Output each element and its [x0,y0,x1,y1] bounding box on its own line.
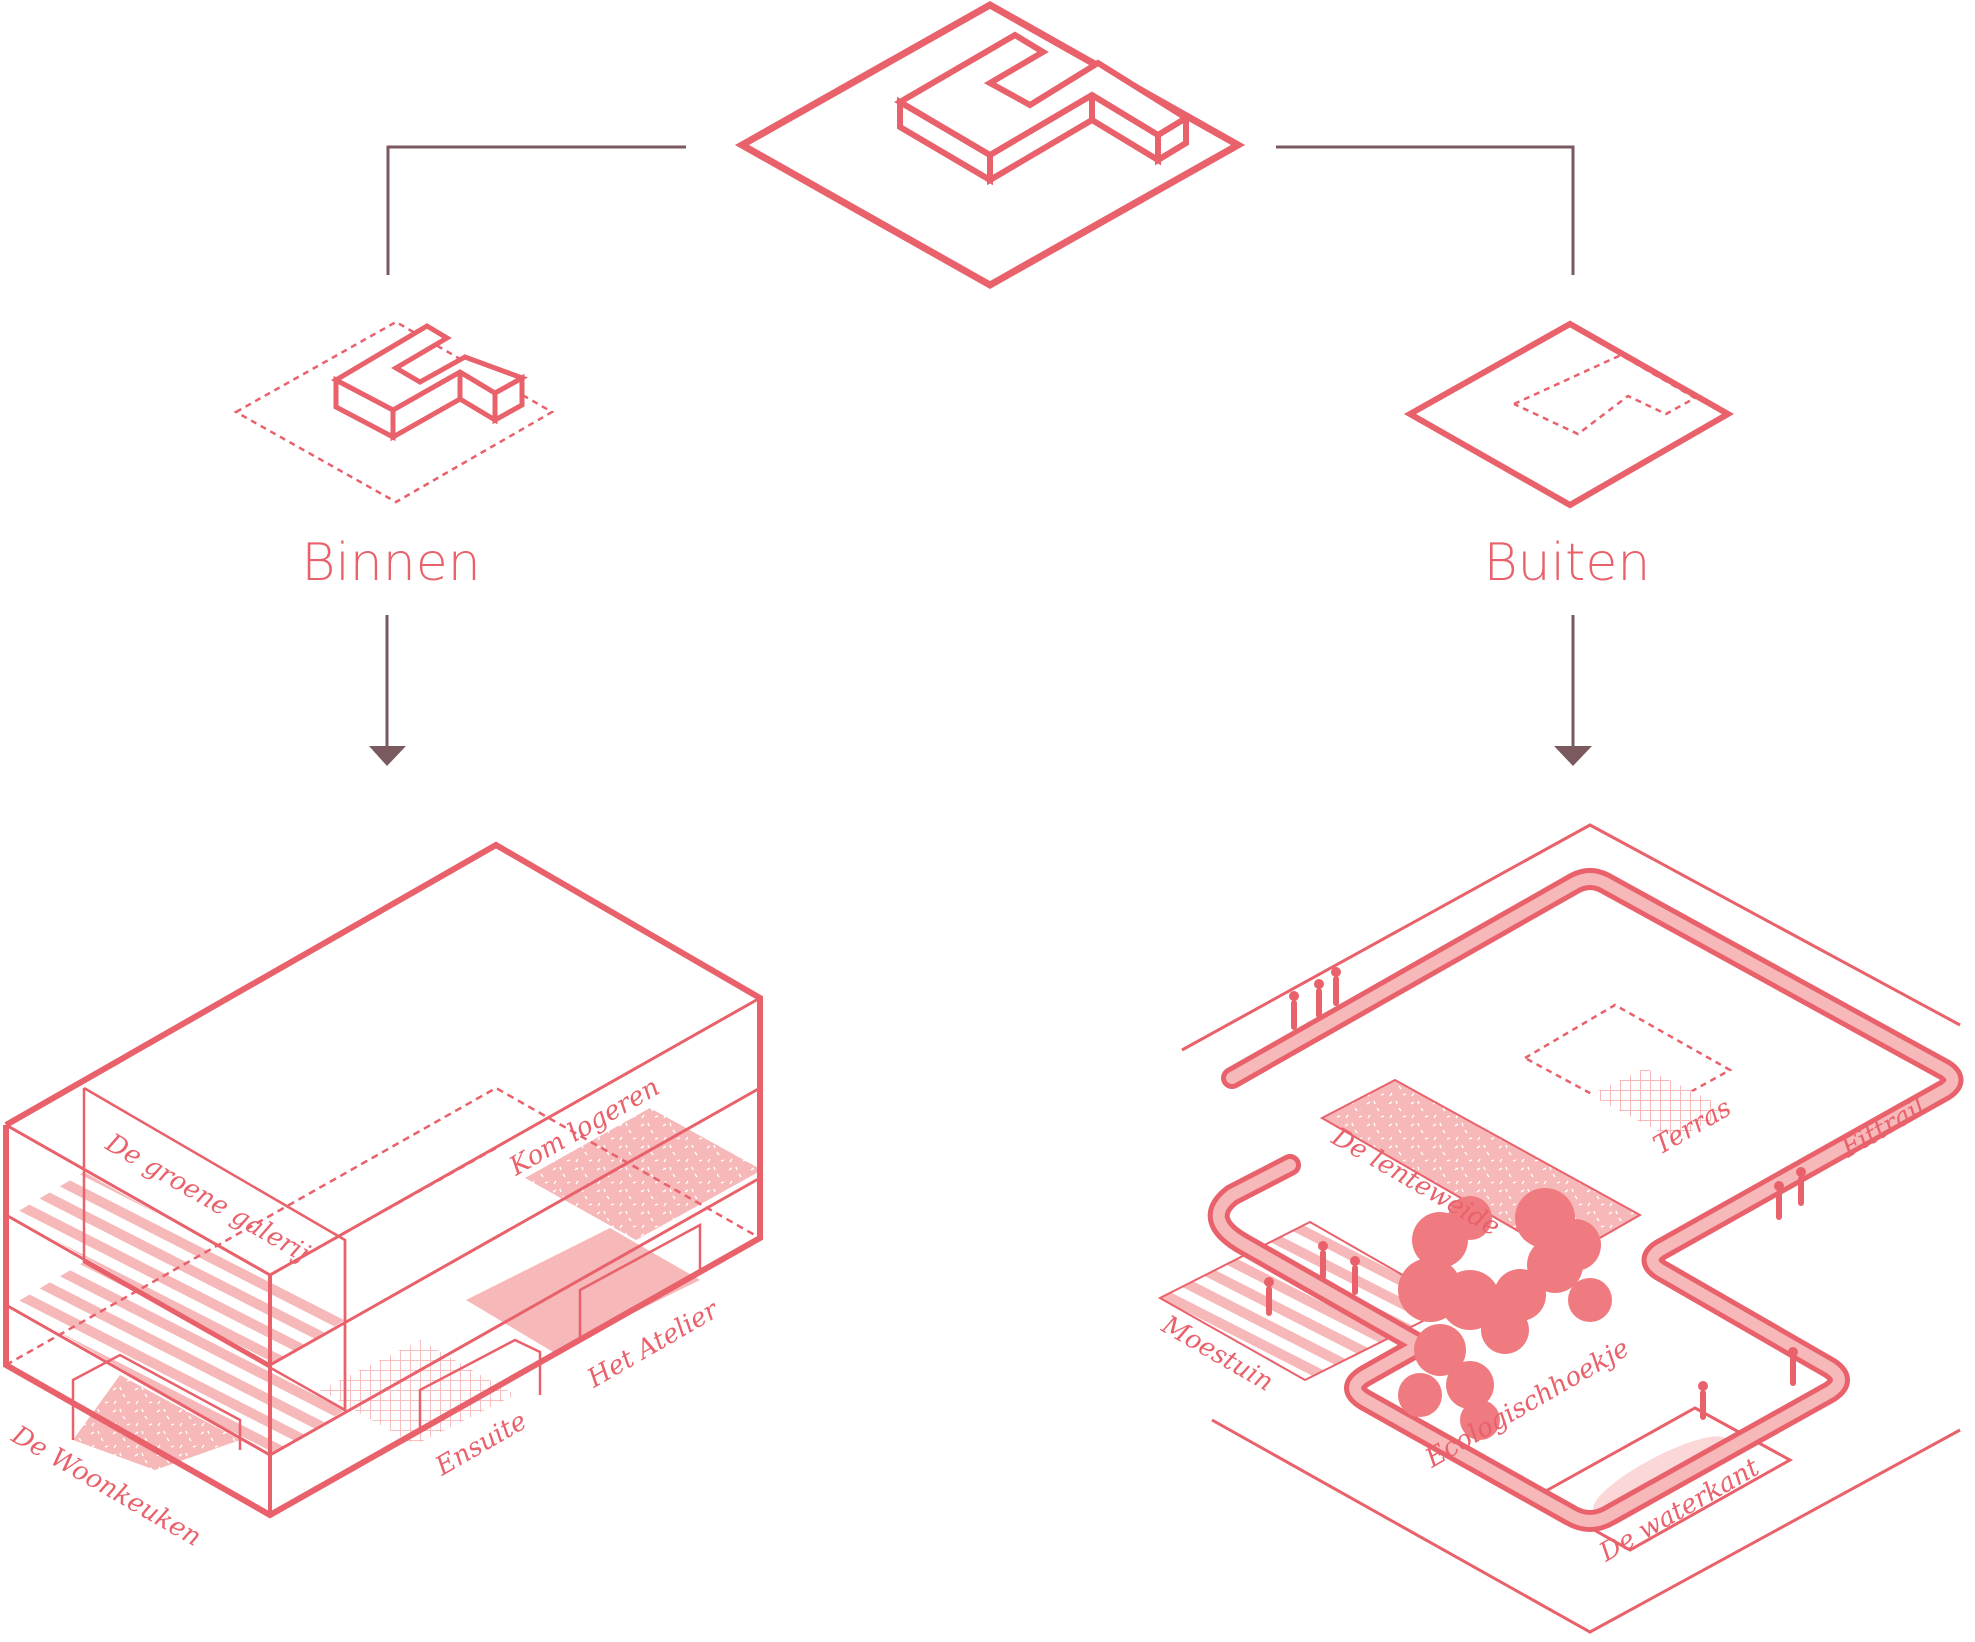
outside-landscape-axo: De lenteweide Terras Fittrail Moestuin E… [1156,823,1964,1634]
arrow-down-icon [369,746,406,766]
plot-outline-dashed [233,320,555,504]
inside-mini-diagram [233,320,555,504]
tree-icon [1398,1188,1612,1440]
plot-outline [1403,320,1735,509]
outside-mini-diagram [1403,320,1735,509]
connector-left [386,145,686,275]
arrow-down-icon [1554,746,1592,766]
label-fit-trail: Fittrail [1836,1092,1931,1164]
site-plot [734,0,1246,290]
terrace-grid [1590,1068,1730,1140]
floor-stripes-lower [12,1262,345,1455]
terrace-outline-dashed [1524,1003,1733,1122]
person-icon [1264,967,1806,1420]
building-footprint-dashed [1513,353,1698,436]
connector-right [1276,145,1575,275]
site-overview [734,0,1246,290]
title-inside: Binnen [301,533,480,593]
ensuite-grid [320,1340,515,1445]
title-outside: Buiten [1484,533,1651,593]
kitchen-area [73,1375,240,1470]
site-building [894,31,1192,186]
connector-lines [385,145,1575,748]
stay-over-area [525,1108,762,1240]
mini-building [330,323,528,442]
atelier-area [466,1228,700,1352]
waterside-area [1531,1406,1794,1552]
inside-building-axo: De groene galerij Kom logeren Het Atelie… [3,841,763,1553]
